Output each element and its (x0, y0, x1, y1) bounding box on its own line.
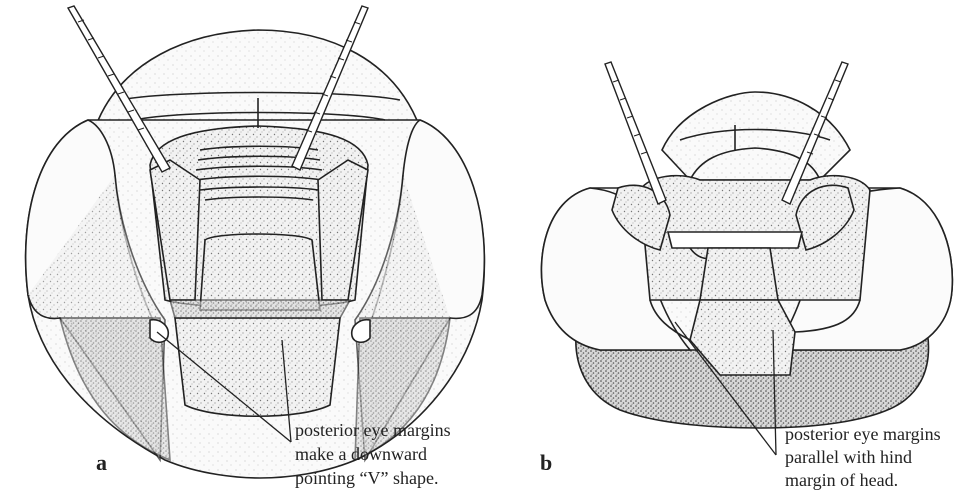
panel-a-caption-line-1: posterior eye margins (295, 420, 451, 440)
panel-a-caption-line-2: make a downward (295, 444, 427, 464)
panel-b-letter: b (540, 450, 552, 475)
panel-b-caption-line-1: posterior eye margins (785, 424, 941, 444)
panel-b-caption-line-3: margin of head. (785, 470, 898, 490)
panel-b-head-drawing (541, 92, 952, 428)
panel-b-caption-line-2: parallel with hind (785, 447, 912, 467)
panel-b-labrum (700, 248, 778, 300)
panel-a-caption-line-3: pointing “V” shape. (295, 468, 438, 488)
panel-a-labrum (200, 234, 320, 310)
panel-a-letter: a (96, 450, 107, 475)
panel-b-left-antenna (605, 62, 666, 204)
panel-b-vertex (662, 92, 850, 180)
panel-a-head-drawing (26, 30, 485, 478)
panel-b-clypeus (668, 232, 802, 248)
